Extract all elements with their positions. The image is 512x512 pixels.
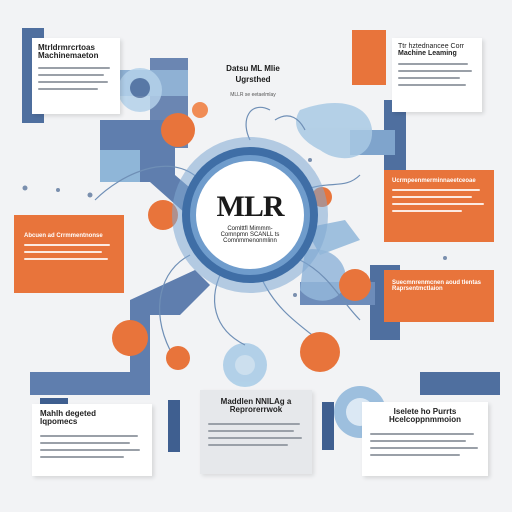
card-bottom-right-body xyxy=(370,432,480,456)
card-top-left-title-line2: Machinemaeton xyxy=(38,51,99,61)
card-bottom-left: Mahlh degeted Iqpomecs xyxy=(32,404,152,476)
card-bottom-left-title: Mahlh degeted Iqpomecs xyxy=(40,409,144,427)
card-lower-right: Suecmnrenmcnen aoud tlentas Raprsentmctl… xyxy=(384,270,494,322)
hub-line-3: Comnmmenonmlinn xyxy=(223,238,277,244)
hub-title: MLR xyxy=(216,190,285,223)
card-mid-right: Ucrmpeenmerminnaeetceoae xyxy=(384,170,494,242)
top-center-heading: Datsu ML Mlie Ugrsthed MLLR se eetaelmla… xyxy=(198,64,308,98)
card-bottom-right-title-line1: Iselete ho Purrts xyxy=(393,407,457,416)
hub-line-1: Comlttfl Mimmm- xyxy=(227,226,273,232)
card-top-left: Mtrldrmrcrtoas Machinemaeton xyxy=(32,38,120,114)
card-mid-right-title: Ucrmpeenmerminnaeetceoae xyxy=(392,178,476,184)
card-bottom-left-title-line2: Iqpomecs xyxy=(40,417,78,427)
card-lower-right-title-line2: Raprsentmctlaion xyxy=(392,286,443,293)
top-center-subtitle: Ugrsthed xyxy=(235,75,271,84)
card-mid-right-body xyxy=(392,189,486,213)
card-bottom-center-title-line1: Maddlen NNILAg a xyxy=(220,397,292,406)
card-bottom-center-title-line2: Reprorerrwok xyxy=(229,405,283,415)
orange-tab-top-right xyxy=(352,30,386,85)
hub-line-2: Comnpmn SCANLL ts xyxy=(220,232,280,238)
card-bottom-right-title-line2: Hcelcoppnmmoion xyxy=(388,415,461,425)
blue-splash-shapes xyxy=(118,68,386,438)
card-bottom-center: Maddlen NNILAg a Reprorerrwok xyxy=(200,390,312,474)
central-hub-ring xyxy=(172,137,328,293)
hub-label: MLR Comlttfl Mimmm- Comnpmn SCANLL ts Co… xyxy=(196,190,304,245)
card-top-right-title: Ttr hztednancee Corr Machine Leaming xyxy=(398,43,476,58)
card-lower-right-title: Suecmnrenmcnen aoud tlentas Raprsentmctl… xyxy=(392,280,486,293)
top-center-caption: MLLR se eetaelmlay xyxy=(230,92,276,98)
card-top-right-body xyxy=(398,62,476,86)
top-center-title: Datsu ML Mlie xyxy=(226,64,280,73)
card-mid-left-body xyxy=(24,244,116,261)
card-top-right-title-line1: Ttr hztednancee Corr xyxy=(398,43,465,50)
small-dots xyxy=(22,158,447,297)
card-mid-left: Abcuen ad Crrmmentnonse xyxy=(14,215,124,293)
card-mid-left-title: Abcuen ad Crrmmentnonse xyxy=(24,233,103,239)
card-bottom-left-body xyxy=(40,434,144,458)
card-top-left-body xyxy=(38,66,114,90)
card-bottom-center-body xyxy=(208,422,304,446)
card-top-left-title: Mtrldrmrcrtoas Machinemaeton xyxy=(38,43,114,61)
card-bottom-center-title: Maddlen NNILAg a Reprorerrwok xyxy=(208,397,304,415)
card-bottom-right: Iselete ho Purrts Hcelcoppnmmoion xyxy=(362,402,488,476)
card-bottom-right-title: Iselete ho Purrts Hcelcoppnmmoion xyxy=(370,407,480,425)
card-top-left-title-line1: Mtrldrmrcrtoas xyxy=(38,43,95,52)
card-top-right-title-line2: Machine Leaming xyxy=(398,50,457,58)
card-lower-right-title-line1: Suecmnrenmcnen aoud tlentas xyxy=(392,280,482,286)
orange-nodes xyxy=(112,102,371,372)
card-bottom-left-title-line1: Mahlh degeted xyxy=(40,409,97,418)
card-top-right: Ttr hztednancee Corr Machine Leaming xyxy=(392,38,482,112)
